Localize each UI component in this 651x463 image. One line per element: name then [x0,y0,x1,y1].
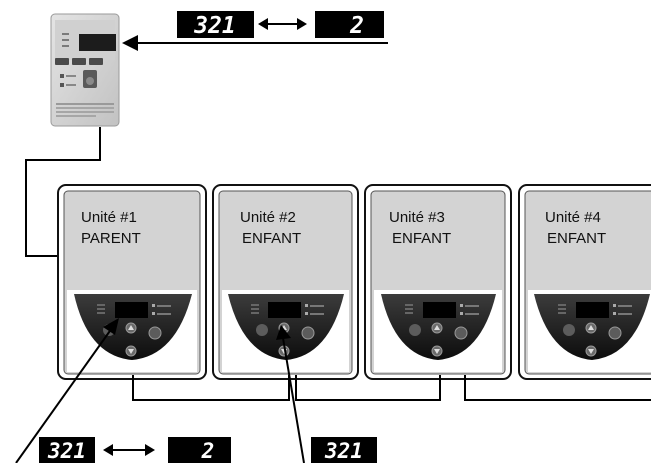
remote-display-a-value: 321 [193,13,236,39]
unit-link-wire-3-4 [464,375,651,401]
unit-4-lcd-screen [576,302,609,318]
unit-3-power-button[interactable] [454,326,468,340]
unit-4: Unité #4 ENFANT [518,184,651,380]
unit-3-mode-button[interactable] [409,324,421,336]
unit-4-title: Unité #4 [545,209,601,226]
parent-display-readout: 321 2 [39,437,231,463]
unit-2-title: Unité #2 [240,209,296,226]
unit-link-wire-2-3 [295,375,441,401]
double-arrow-icon [258,18,307,30]
remote-display-b-value: 2 [349,13,364,39]
parent-display-a-value: 321 [47,439,86,463]
remote-control [50,13,120,127]
unit-2: Unité #2 ENFANT [212,184,359,380]
child-display-readout: 321 [311,437,377,463]
unit-2-role: ENFANT [242,230,301,247]
unit-4-power-button[interactable] [608,326,622,340]
parent-display-b-value: 2 [201,439,215,463]
unit-1-lcd-screen [115,302,148,318]
unit-4-mode-button[interactable] [563,324,575,336]
remote-display-b [315,11,384,38]
child-display-value: 321 [324,439,363,463]
child-pointer-arrow [276,325,305,463]
double-arrow-icon [103,444,155,456]
unit-2-lcd-screen [268,302,301,318]
unit-3-lcd-screen [423,302,456,318]
remote-display-a [177,11,254,38]
unit-2-power-button[interactable] [301,326,315,340]
parent-display-a [39,437,95,463]
unit-4-role: ENFANT [547,230,606,247]
unit-3-title: Unité #3 [389,209,445,226]
unit-3-role: ENFANT [392,230,451,247]
unit-1-role: PARENT [81,230,141,247]
remote-button[interactable] [72,58,86,65]
remote-button[interactable] [89,58,103,65]
unit-3: Unité #3 ENFANT [364,184,512,380]
child-display [311,437,377,463]
remote-lcd-screen [79,34,116,51]
remote-button[interactable] [55,58,69,65]
unit-1-power-button[interactable] [148,326,162,340]
unit-link-wire-1-2 [132,375,290,401]
remote-pointer-arrow [122,35,388,51]
parent-display-b [168,437,231,463]
unit-1-title: Unité #1 [81,209,137,226]
parent-pointer-arrow [15,318,119,463]
unit-2-mode-button[interactable] [256,324,268,336]
remote-wire [25,127,101,257]
unit-1: Unité #1 PARENT [57,184,207,380]
remote-display-readout: 321 2 [177,11,384,39]
